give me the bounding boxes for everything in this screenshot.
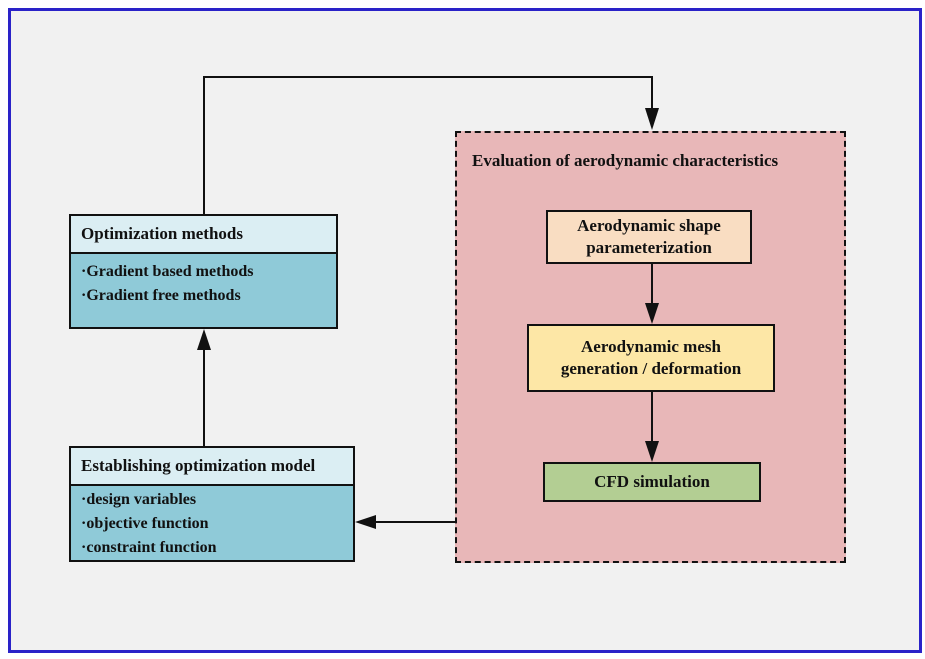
optimization-model-panel: Establishing optimization model ·design … (69, 446, 355, 562)
optimization-model-item: ·design variables (81, 491, 197, 508)
mesh-box-line-1: Aerodynamic mesh (581, 337, 721, 356)
optimization-model-item: ·objective function (81, 515, 209, 532)
optimization-model-list: ·design variables ·objective function ·c… (71, 486, 353, 566)
optimization-method-item: ·Gradient free methods (81, 287, 241, 304)
optimization-methods-list: ·Gradient based methods ·Gradient free m… (71, 254, 336, 314)
mesh-generation-box: Aerodynamic mesh generation / deformatio… (527, 324, 775, 392)
optimization-methods-panel: Optimization methods ·Gradient based met… (69, 214, 338, 329)
mesh-box-line-2: generation / deformation (560, 359, 742, 378)
optimization-method-item: ·Gradient based methods (81, 263, 254, 280)
shape-parameterization-box: Aerodynamic shape parameterization (546, 210, 752, 264)
optimization-methods-title: Optimization methods (71, 216, 336, 254)
cfd-simulation-box: CFD simulation (543, 462, 761, 502)
optimization-model-title: Establishing optimization model (71, 448, 353, 486)
optimization-model-item: ·constraint function (81, 539, 217, 556)
evaluation-title: Evaluation of aerodynamic characteristic… (472, 151, 779, 170)
cfd-box-label: CFD simulation (594, 472, 710, 491)
shape-box-line-2: parameterization (586, 238, 712, 257)
shape-box-line-1: Aerodynamic shape (577, 216, 721, 235)
